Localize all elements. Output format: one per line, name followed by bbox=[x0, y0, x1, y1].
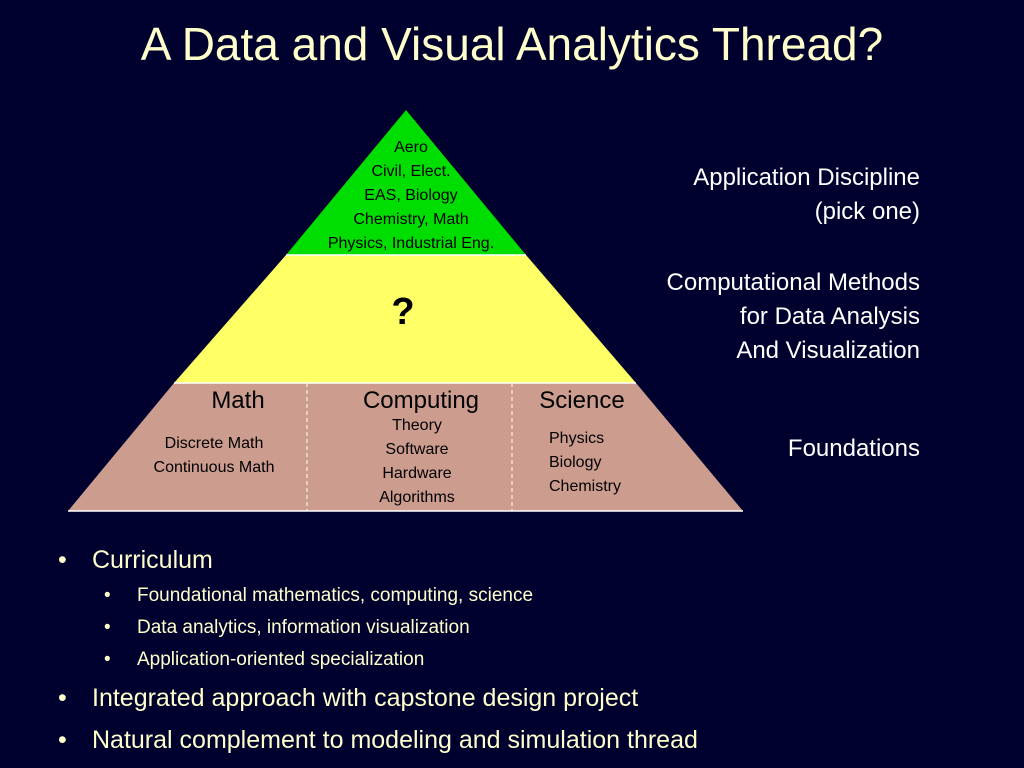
application-disciplines-list: Aero Civil, Elect. EAS, Biology Chemistr… bbox=[286, 136, 536, 256]
pyramid-base-tier bbox=[68, 383, 743, 511]
base-heading-science: Science bbox=[539, 387, 625, 414]
discipline-line: Aero bbox=[394, 139, 428, 156]
bullet-integrated-approach: Integrated approach with capstone design… bbox=[50, 678, 1010, 718]
pyramid-top-tier bbox=[286, 110, 526, 255]
discipline-line: Physics, Industrial Eng. bbox=[327, 235, 495, 252]
computing-topics: Theory Software Hardware Algorithms bbox=[350, 414, 484, 510]
bullet-curriculum: Curriculum bbox=[50, 540, 1010, 580]
computing-topic: Software bbox=[385, 441, 449, 458]
slide-title: A Data and Visual Analytics Thread? bbox=[140, 18, 884, 70]
computing-topic: Algorithms bbox=[379, 489, 455, 506]
science-topic: Biology bbox=[549, 454, 602, 471]
base-heading-computing: Computing bbox=[362, 387, 480, 414]
label-line: Application Discipline bbox=[693, 164, 920, 191]
computational-methods-label: Computational Methods for Data Analysis … bbox=[667, 266, 920, 368]
discipline-line: Chemistry, Math bbox=[353, 211, 469, 228]
discipline-line: Civil, Elect. bbox=[371, 163, 451, 180]
math-topic: Continuous Math bbox=[153, 459, 275, 476]
sub-bullet: Application-oriented specialization bbox=[50, 644, 1010, 676]
label-line: for Data Analysis bbox=[739, 303, 920, 330]
bullet-list: Curriculum Foundational mathematics, com… bbox=[50, 540, 1010, 760]
sub-bullet: Foundational mathematics, computing, sci… bbox=[50, 580, 1010, 612]
math-topics: Discrete Math Continuous Math bbox=[128, 432, 300, 480]
sub-bullet: Data analytics, information visualizatio… bbox=[50, 612, 1010, 644]
science-topics: Physics Biology Chemistry bbox=[549, 427, 659, 499]
computing-topic: Theory bbox=[392, 417, 442, 434]
question-mark: ? bbox=[391, 291, 415, 333]
science-topic: Chemistry bbox=[549, 478, 622, 495]
computing-topic: Hardware bbox=[382, 465, 452, 482]
foundations-label: Foundations bbox=[787, 435, 920, 462]
bullet-natural-complement: Natural complement to modeling and simul… bbox=[50, 720, 1010, 760]
discipline-line: EAS, Biology bbox=[364, 187, 458, 204]
application-discipline-label: Application Discipline (pick one) bbox=[693, 161, 920, 229]
pyramid-middle-tier bbox=[174, 255, 636, 383]
label-line: And Visualization bbox=[736, 337, 920, 364]
math-topic: Discrete Math bbox=[164, 435, 264, 452]
base-heading-math: Math bbox=[211, 387, 265, 414]
science-topic: Physics bbox=[549, 430, 605, 447]
label-line: (pick one) bbox=[814, 198, 920, 225]
label-line: Computational Methods bbox=[666, 269, 920, 296]
